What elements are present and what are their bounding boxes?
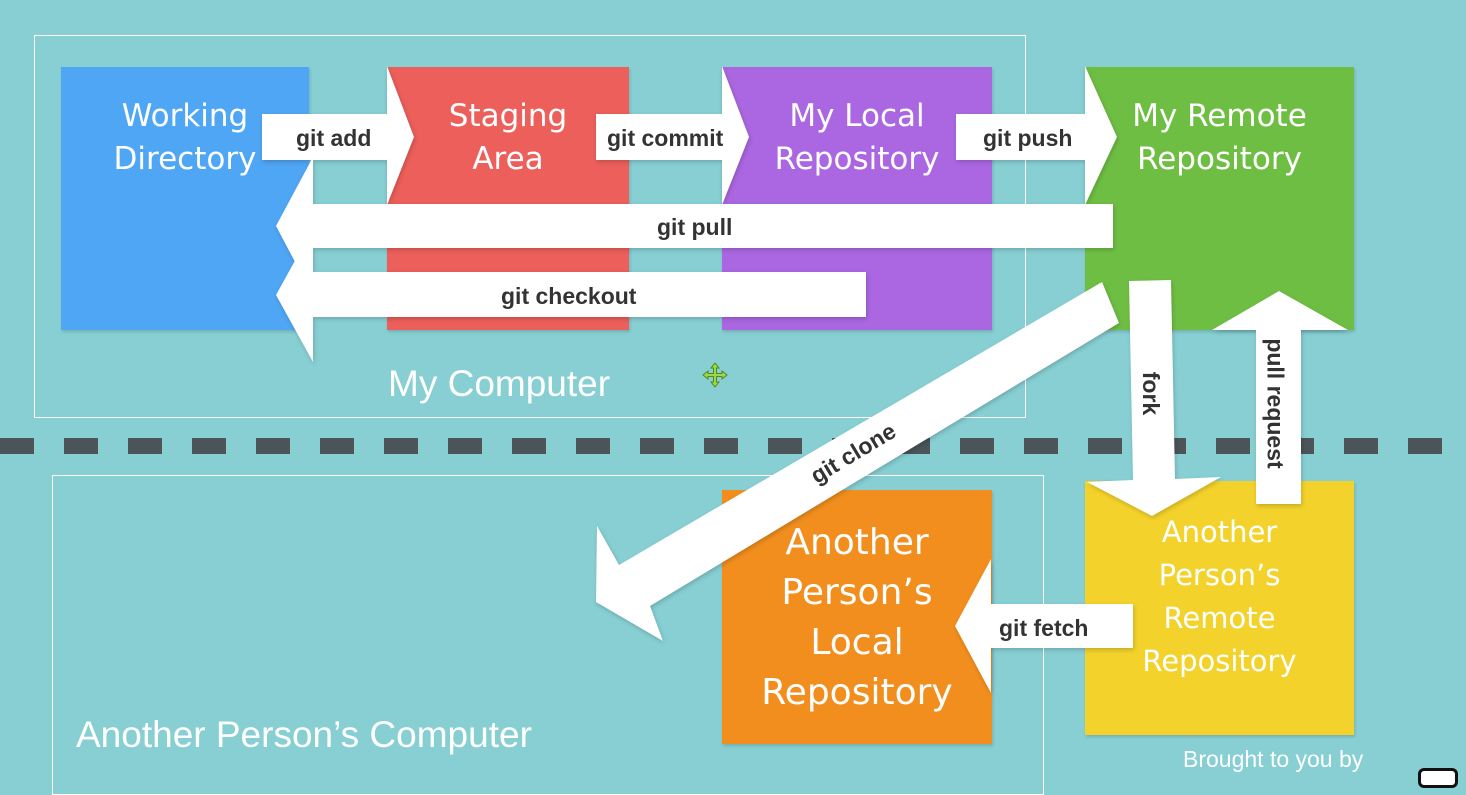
git-commit-arrow [596,66,749,205]
git-push-label: git push [983,125,1073,151]
git-checkout-label: git checkout [501,283,637,309]
pull-request-arrow [1212,291,1348,504]
git-clone-arrow [596,282,1119,641]
arrows-layer [262,66,1348,693]
network-divider [0,438,1466,454]
git-pull-label: git pull [657,214,733,240]
logo-icon [1418,768,1458,788]
git-push-arrow [956,66,1117,205]
another-local-repository-label: Another Person’s Local Repository [761,522,953,713]
move-cursor-icon[interactable] [702,362,728,388]
another-remote-repository-label: Another Person’s Remote Repository [1142,515,1297,678]
another-computer-label: Another Person’s Computer [76,714,532,755]
fork-label: fork [1138,371,1165,416]
working-directory-box: Working Directory [61,67,309,330]
my-computer-label: My Computer [388,363,611,404]
credit-text: Brought to you by [1183,746,1364,772]
remote-repository-label: My Remote Repository [1132,98,1307,177]
working-directory-label: Working Directory [113,98,257,177]
git-commit-label: git commit [607,125,724,151]
local-repository-label: My Local Repository [774,98,940,177]
git-fetch-arrow [955,559,1133,693]
git-add-label: git add [296,125,372,151]
pull-request-label: pull request [1262,338,1289,469]
fork-arrow [1087,280,1221,516]
git-fetch-label: git fetch [999,615,1089,641]
git-checkout-arrow [276,228,866,362]
git-add-arrow [262,66,414,205]
git-pull-arrow [276,157,1113,296]
staging-area-label: Staging Area [448,98,568,177]
